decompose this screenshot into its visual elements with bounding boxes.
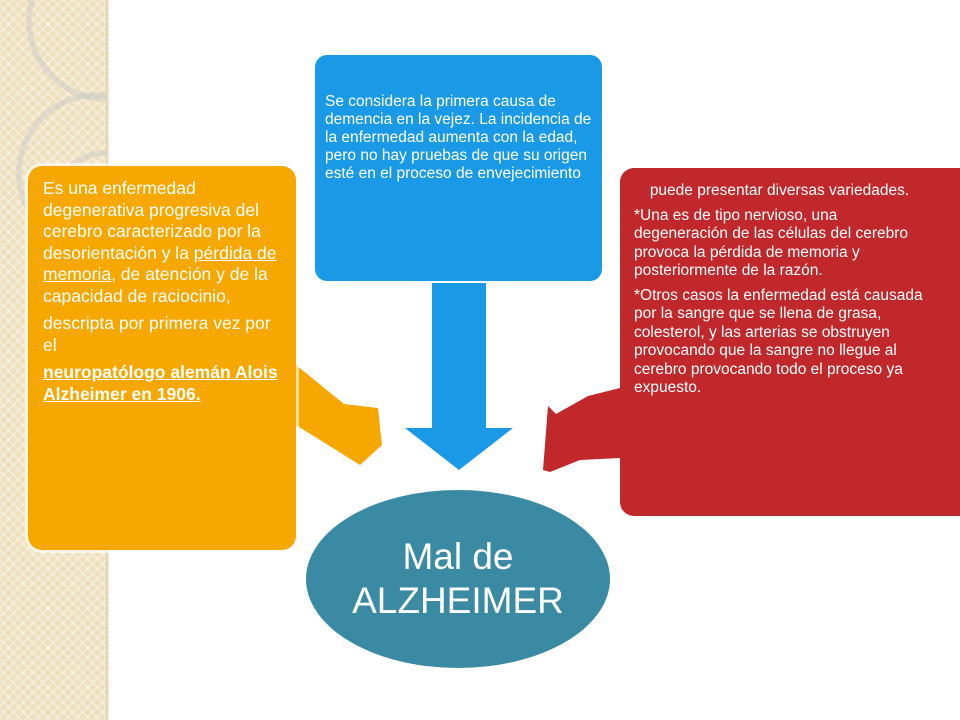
definition-box: Es una enfermedad degenerativa progresiv… <box>28 166 296 550</box>
arrow-left-box-icon <box>296 365 382 465</box>
definition-paragraph: Es una enfermedad degenerativa progresiv… <box>43 178 282 307</box>
memory-loss-link[interactable]: pérdida de memoria <box>43 242 277 285</box>
varieties-heading: puede presentar diversas variedades. <box>649 182 910 199</box>
neuropathologist-link[interactable]: neuropatólogo alemán Alois Alzheimer en … <box>43 362 278 404</box>
arrow-right-box-icon <box>543 388 620 472</box>
description-text: descripta por primera vez por el <box>43 313 271 355</box>
prevalence-text: Se considera la primera causa de demenci… <box>325 93 592 182</box>
varieties-box: puede presentar diversas variedades. *Un… <box>620 168 960 516</box>
definition-text: Es una enfermedad degenerativa progresiv… <box>43 178 261 263</box>
central-topic-line1: Mal de <box>402 536 514 577</box>
central-topic: Mal de ALZHEIMER <box>306 490 610 668</box>
variety-item-vascular: *Otros casos la enfermedad está causada … <box>634 286 923 397</box>
prevalence-box: Se considera la primera causa de demenci… <box>315 55 602 281</box>
arrow-down-icon <box>405 283 513 470</box>
definition-text-end: , de atención y de la capacidad de racio… <box>43 264 268 306</box>
variety-item-nervous: *Una es de tipo nervioso, una degeneraci… <box>634 206 909 280</box>
central-topic-line2: ALZHEIMER <box>352 580 564 621</box>
